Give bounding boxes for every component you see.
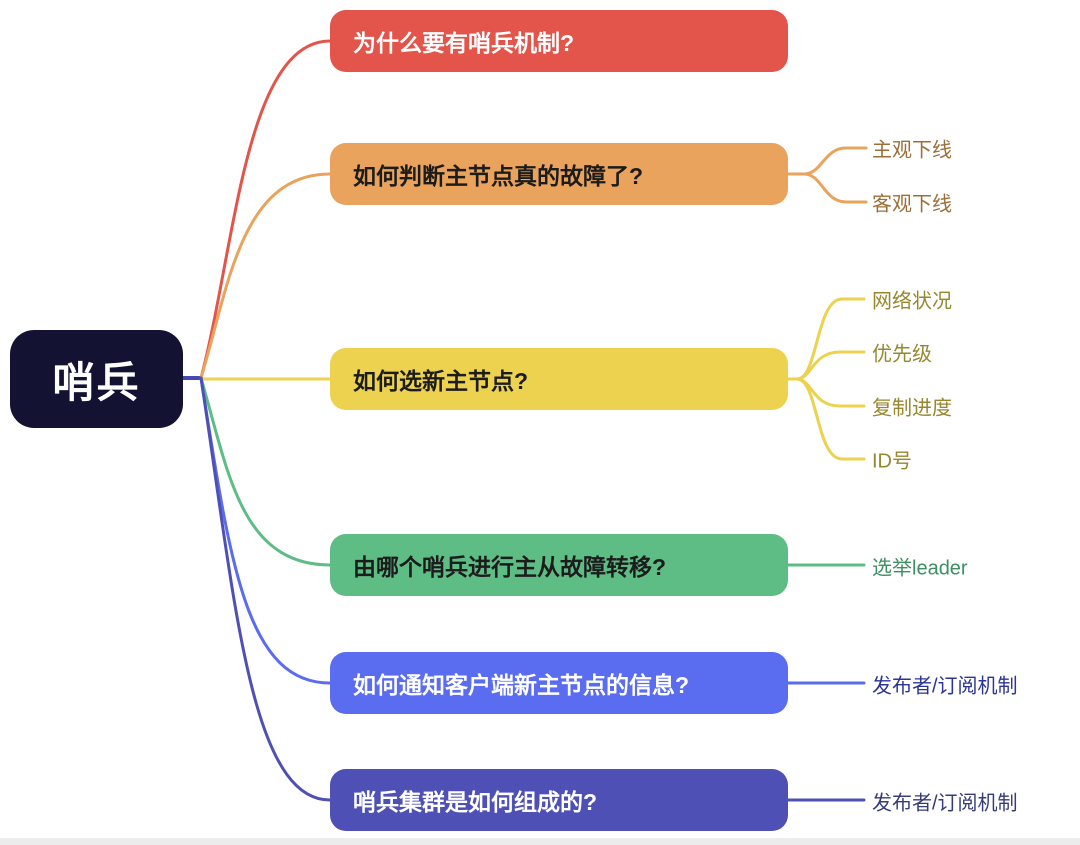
connector-child-network [786, 297, 866, 381]
node-failover-leader[interactable]: 由哪个哨兵进行主从故障转移? [330, 534, 788, 596]
connector-child-objective [786, 172, 868, 204]
leaf-id-number[interactable]: ID号 [872, 450, 912, 473]
node-why-sentinel[interactable]: 为什么要有哨兵机制? [330, 10, 788, 72]
leaf-replication-progress[interactable]: 复制进度 [872, 397, 952, 420]
connector-branch-failover [199, 376, 332, 567]
leaf-pubsub-notify[interactable]: 发布者/订阅机制 [872, 675, 1018, 698]
connector-child-priority [786, 350, 866, 381]
connector-child-id [786, 377, 866, 461]
root-node-sentinel[interactable]: 哨兵 [10, 330, 183, 428]
node-label: 如何通知客户端新主节点的信息? [353, 672, 690, 698]
leaf-subjective-offline[interactable]: 主观下线 [872, 139, 952, 162]
connector-branch-why [199, 39, 332, 380]
leaf-priority[interactable]: 优先级 [872, 343, 932, 366]
leaf-pubsub-cluster[interactable]: 发布者/订阅机制 [872, 792, 1018, 815]
leaf-elect-leader[interactable]: 选举leader [872, 557, 968, 580]
node-label: 如何选新主节点? [353, 368, 529, 394]
node-notify-client[interactable]: 如何通知客户端新主节点的信息? [330, 652, 788, 714]
connector-branch-judge [199, 172, 332, 380]
node-label: 如何判断主节点真的故障了? [353, 163, 644, 189]
node-judge-failure[interactable]: 如何判断主节点真的故障了? [330, 143, 788, 205]
connector-child-replication [786, 377, 866, 408]
node-label: 为什么要有哨兵机制? [353, 30, 575, 56]
node-label: 哨兵集群是如何组成的? [353, 789, 598, 815]
connector-branch-cluster [199, 376, 332, 802]
node-elect-master[interactable]: 如何选新主节点? [330, 348, 788, 410]
bottom-edge-strip [0, 838, 1080, 845]
node-cluster-compose[interactable]: 哨兵集群是如何组成的? [330, 769, 788, 831]
root-node-label: 哨兵 [52, 358, 141, 406]
node-label: 由哪个哨兵进行主从故障转移? [353, 554, 667, 580]
connector-branch-notify [199, 376, 332, 685]
leaf-objective-offline[interactable]: 客观下线 [872, 193, 952, 216]
leaf-network-status[interactable]: 网络状况 [872, 290, 952, 313]
connector-child-subjective [786, 146, 868, 176]
